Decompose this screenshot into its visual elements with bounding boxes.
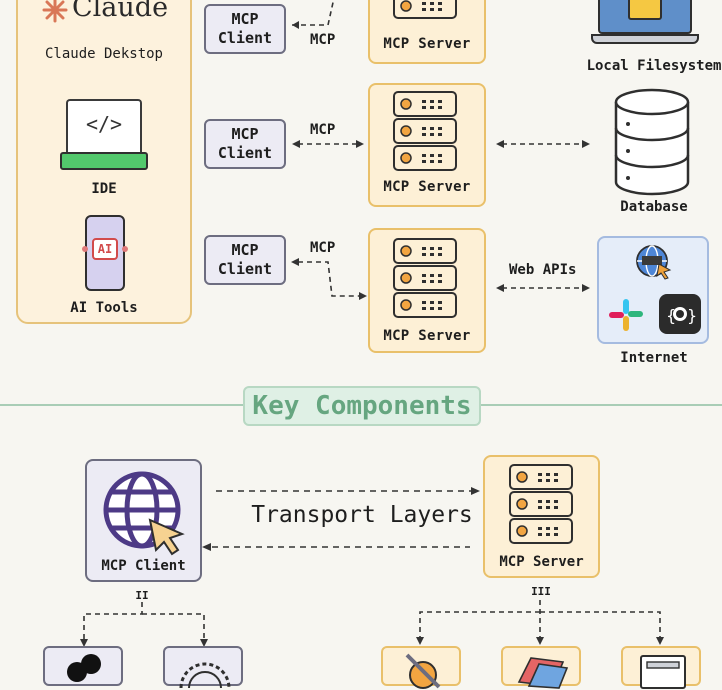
connector-server-internet xyxy=(496,284,590,292)
ide-code-glyph: </> xyxy=(85,112,123,136)
client-1-line1: MCP xyxy=(231,10,259,28)
server-capability-box-1 xyxy=(381,646,461,689)
client-split-arrows xyxy=(80,602,208,647)
transport-arrow-to-client xyxy=(202,543,470,551)
mcp-server-box-1: MCP Server xyxy=(368,0,486,64)
claude-logo-text: Claude xyxy=(72,0,169,23)
web-globe-icon xyxy=(636,245,672,280)
users-icon xyxy=(67,654,101,682)
transport-arrow-to-server xyxy=(216,487,480,495)
files-icon xyxy=(517,657,569,689)
client-2-line1: MCP xyxy=(231,125,259,143)
database-label: Database xyxy=(620,199,688,215)
mcp-protocol-label-3: MCP xyxy=(310,240,336,256)
document-window-icon xyxy=(640,655,686,689)
mcp-protocol-label-2: MCP xyxy=(310,122,336,138)
ai-tools-label: AI Tools xyxy=(70,300,138,316)
phone-side-dot-right xyxy=(122,246,128,252)
local-filesystem-label: Local Filesystem xyxy=(586,58,722,74)
github-icon: { } xyxy=(659,294,701,334)
ide-monitor-icon xyxy=(66,99,142,157)
mcp-protocol-label-1: MCP xyxy=(310,32,336,48)
claude-desktop-label: Claude Dekstop xyxy=(44,46,163,62)
ai-badge: AI xyxy=(92,238,118,260)
client-3-line2: Client xyxy=(217,260,273,278)
phone-side-dot-left xyxy=(82,246,88,252)
key-components-title: Key Components xyxy=(243,386,481,426)
server-3-label: MCP Server xyxy=(383,328,471,344)
web-apis-label: Web APIs xyxy=(509,262,577,278)
ide-keyboard-base xyxy=(60,152,148,170)
server-rack-icon-3 xyxy=(393,238,457,318)
gear-icon xyxy=(179,662,231,689)
client-1-line2: Client xyxy=(217,29,273,47)
connector-row-2 xyxy=(292,140,364,148)
claude-star-icon xyxy=(42,0,68,23)
database-icon xyxy=(614,88,690,196)
tools-icon xyxy=(405,653,441,689)
connector-row-1 xyxy=(292,0,335,29)
key-mcp-client-label: MCP Client xyxy=(101,558,186,574)
key-server-rack-icon xyxy=(509,464,573,544)
ide-label: IDE xyxy=(91,181,117,197)
folder-icon xyxy=(628,0,662,20)
client-3-line1: MCP xyxy=(231,241,259,259)
server-rack-icon-2 xyxy=(393,91,457,171)
server-capability-box-2 xyxy=(501,646,581,689)
laptop-base-icon xyxy=(591,34,699,44)
svg-text:{: { xyxy=(666,306,676,325)
key-mcp-server-label: MCP Server xyxy=(499,554,584,570)
connector-row-3 xyxy=(291,258,367,300)
server-split-glyph: III xyxy=(531,585,551,598)
client-split-glyph: II xyxy=(135,589,149,602)
server-capability-box-3 xyxy=(621,646,701,689)
svg-text:}: } xyxy=(687,306,697,325)
transport-layers-label: Transport Layers xyxy=(251,502,473,528)
server-rack-icon-1 xyxy=(393,0,457,19)
globe-icon xyxy=(103,471,185,556)
client-capability-box-1 xyxy=(43,646,123,686)
internet-label: Internet xyxy=(620,350,688,366)
connector-server-database xyxy=(496,140,590,148)
slack-icon xyxy=(609,299,643,331)
client-2-line2: Client xyxy=(217,144,273,162)
server-2-label: MCP Server xyxy=(383,179,471,195)
server-1-label: MCP Server xyxy=(383,36,471,52)
server-split-arrows xyxy=(416,600,664,645)
client-capability-box-2 xyxy=(163,646,243,689)
